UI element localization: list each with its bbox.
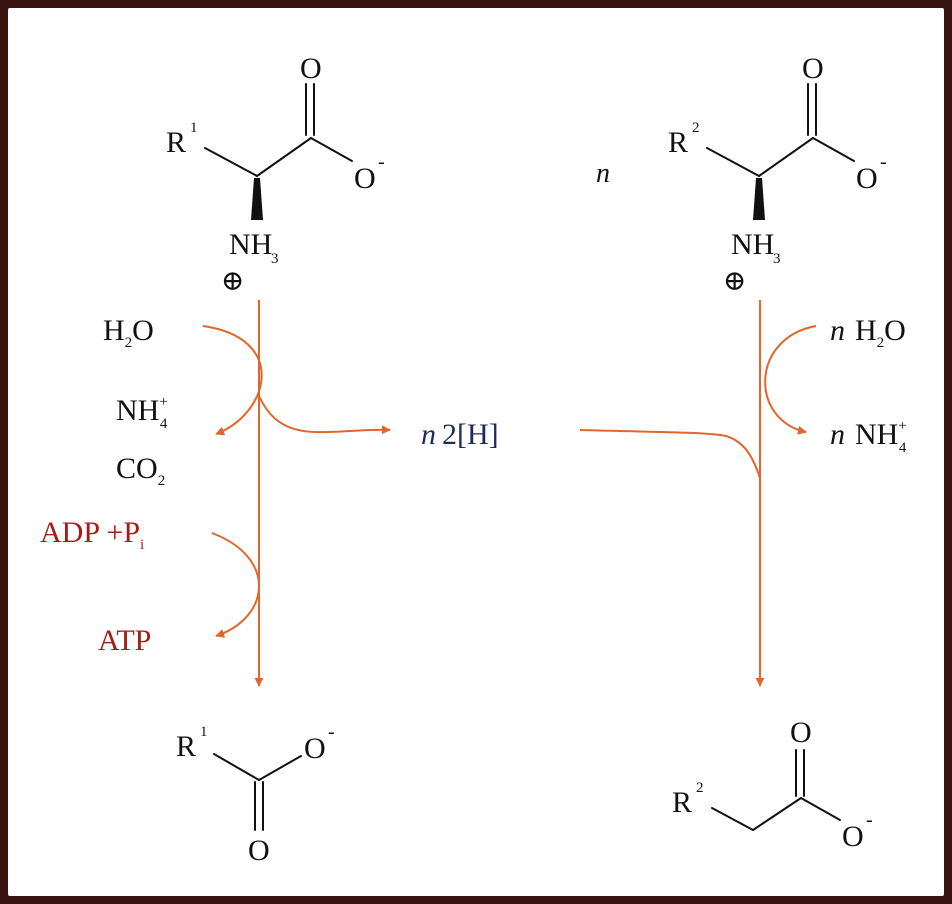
left-ammonium: NH+4 bbox=[116, 394, 168, 432]
right-amine: NH bbox=[731, 228, 774, 261]
right-product-oxygen-right: O bbox=[842, 820, 864, 853]
right-carboxylate-oxygen: O bbox=[856, 162, 878, 195]
right-water-curve-arrow bbox=[764, 325, 817, 435]
right-r-label: R bbox=[668, 126, 688, 159]
left-atp-curve-arrow bbox=[211, 532, 260, 638]
left-r-superscript: 1 bbox=[190, 120, 198, 136]
right-hydrogen-arrow bbox=[579, 429, 761, 479]
right-r-superscript: 2 bbox=[692, 120, 700, 136]
right-positive-charge-icon: ⊕ bbox=[723, 266, 746, 297]
left-product-r-superscript: 1 bbox=[200, 724, 208, 740]
right-product-r-label: R bbox=[672, 786, 692, 819]
left-product-charge: - bbox=[328, 721, 335, 743]
left-product-r-bond bbox=[213, 753, 260, 781]
left-atp: ATP bbox=[98, 624, 151, 657]
left-product-r-label: R bbox=[176, 730, 196, 763]
right-amine-subscript: 3 bbox=[773, 251, 781, 267]
left-amino-acid: R 1 O O - NH 3 ⊕ bbox=[166, 52, 385, 297]
left-amine: NH bbox=[229, 228, 272, 261]
left-carbonyl-oxygen: O bbox=[300, 52, 322, 85]
left-product: R 1 O - O bbox=[176, 721, 335, 867]
left-r-label: R bbox=[166, 126, 186, 159]
left-product-o-bond bbox=[258, 755, 302, 781]
right-amino-acid: n R 2 O O - NH 3 ⊕ bbox=[596, 52, 887, 297]
right-product-oxygen-top: O bbox=[790, 716, 812, 749]
right-wedge-bond bbox=[753, 178, 765, 220]
left-positive-charge-icon: ⊕ bbox=[221, 266, 244, 297]
left-water-curve-arrow bbox=[202, 325, 263, 436]
left-adp-pi: ADP +Pi bbox=[40, 516, 144, 553]
right-carbonyl-oxygen: O bbox=[802, 52, 824, 85]
left-pathway-labels: H2O NH+4 CO2 ADP +Pi ATP bbox=[40, 314, 168, 657]
left-product-oxygen-bottom: O bbox=[248, 834, 270, 867]
left-hydrogen-arrow bbox=[258, 395, 391, 435]
left-c-c-bond bbox=[256, 137, 312, 177]
left-amine-subscript: 3 bbox=[271, 251, 279, 267]
left-water: H2O bbox=[103, 314, 154, 351]
right-carboxylate-bond bbox=[812, 137, 855, 162]
left-r-bond bbox=[204, 147, 258, 177]
right-product-carboxylate-bond bbox=[800, 797, 841, 821]
right-product: R 2 O O - bbox=[672, 716, 873, 853]
right-carboxylate-charge: - bbox=[880, 151, 887, 173]
right-product-charge: - bbox=[866, 809, 873, 831]
right-c-c-bond bbox=[758, 137, 814, 177]
right-r-bond bbox=[706, 147, 760, 177]
right-product-c-c-bond bbox=[752, 797, 802, 831]
left-carboxylate-bond bbox=[310, 137, 353, 162]
right-coefficient: n bbox=[596, 158, 610, 189]
left-carboxylate-charge: - bbox=[378, 151, 385, 173]
diagram-frame: R 1 O O - NH 3 ⊕ n R 2 O O - NH 3 ⊕ bbox=[8, 8, 944, 896]
left-product-oxygen-top: O bbox=[304, 732, 326, 765]
left-co2: CO2 bbox=[116, 452, 165, 489]
left-carboxylate-oxygen: O bbox=[354, 162, 376, 195]
right-product-r-superscript: 2 bbox=[696, 780, 704, 796]
reaction-scheme: R 1 O O - NH 3 ⊕ n R 2 O O - NH 3 ⊕ bbox=[40, 52, 907, 867]
right-product-r-bond bbox=[711, 807, 754, 831]
left-wedge-bond bbox=[251, 178, 263, 220]
reaction-arrows bbox=[202, 300, 817, 687]
